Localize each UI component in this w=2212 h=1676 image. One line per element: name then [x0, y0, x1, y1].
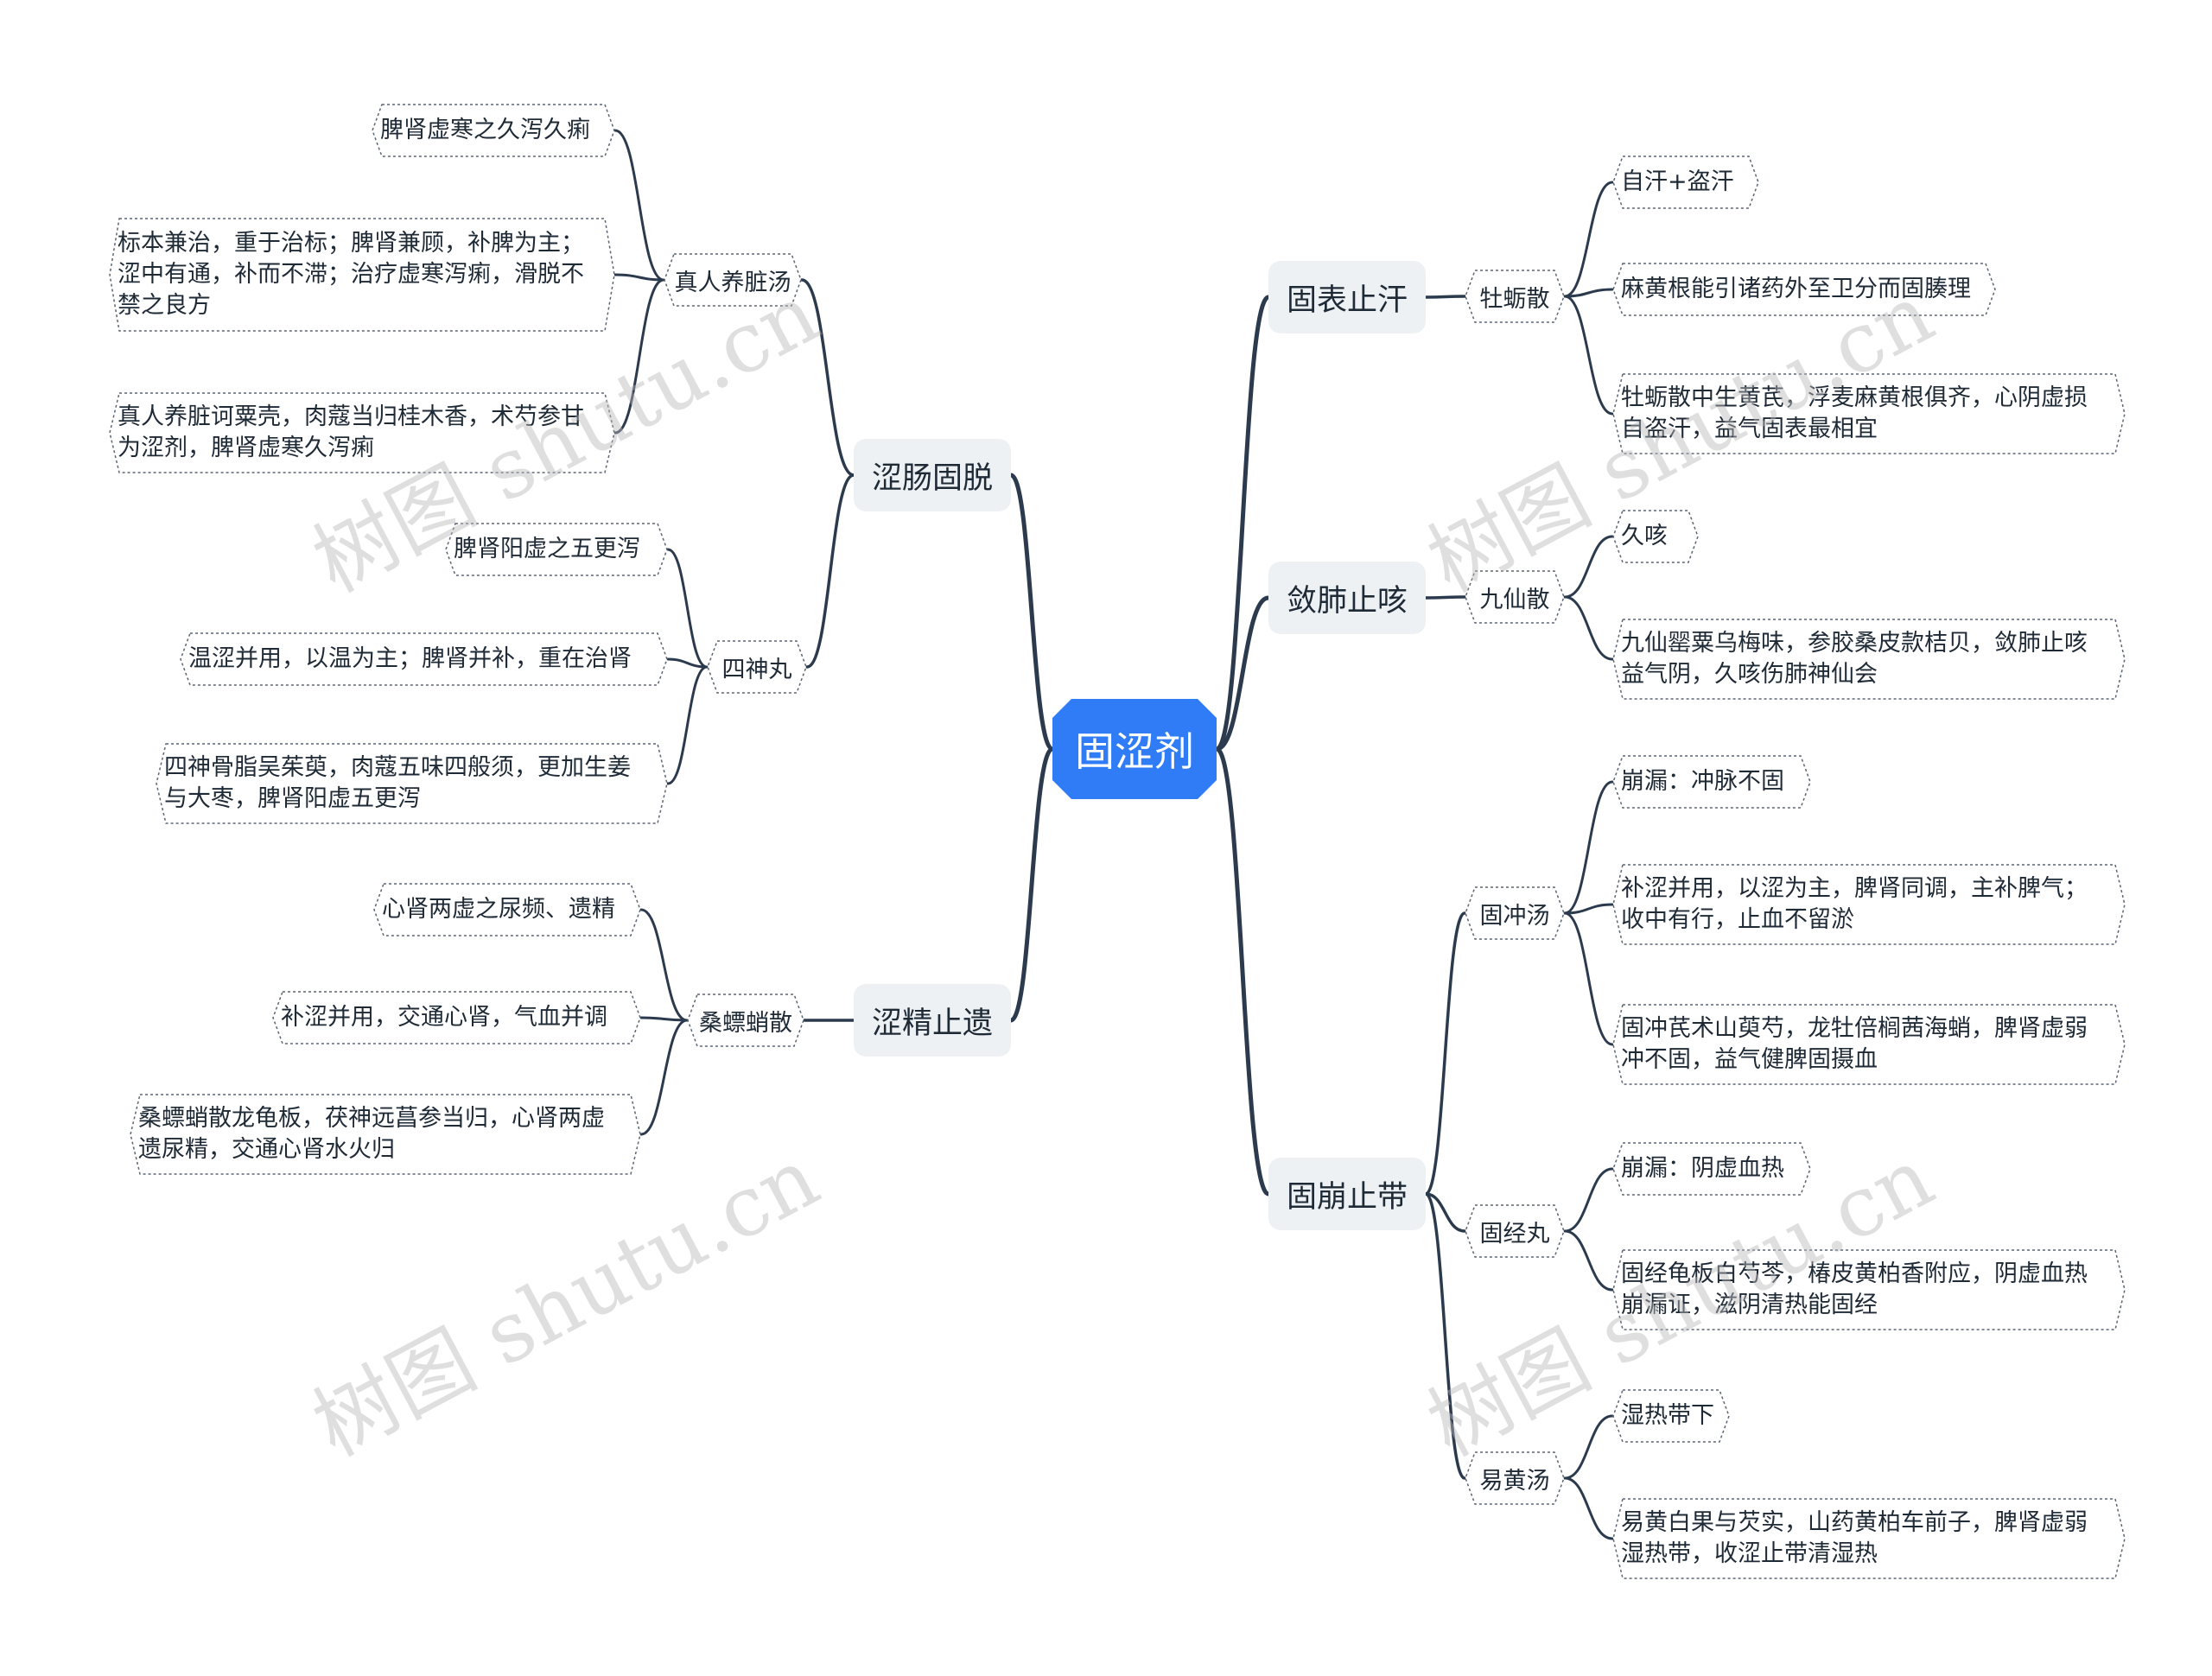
leaf-mnemonic[interactable]: 桑螵蛸散龙龟板，茯神远菖参当归，心肾两虚 遗尿精，交通心肾水火归 — [130, 1094, 641, 1175]
connector-formula-leaf — [613, 273, 665, 282]
leaf-indication[interactable]: 久咳 — [1612, 510, 1699, 563]
connector-formula-leaf — [613, 278, 665, 435]
leaf-feature[interactable]: 补涩并用，以涩为主，脾肾同调，主补脾气； 收中有行，止血不留淤 — [1612, 864, 2126, 945]
connector-root-branch — [1214, 746, 1271, 1197]
formula-gujing-wan[interactable]: 固经丸 — [1465, 1204, 1565, 1258]
connector-branch-formula — [1424, 1192, 1466, 1233]
connector-root-branch — [1214, 295, 1271, 752]
formula-zhenren-yangzang[interactable]: 真人养脏汤 — [664, 253, 802, 307]
leaf-mnemonic[interactable]: 易黄白果与芡实，山药黄柏车前子，脾肾虚弱 湿热带，收涩止带清湿热 — [1612, 1498, 2126, 1579]
leaf-feature[interactable]: 补涩并用，交通心肾，气血并调 — [272, 991, 641, 1044]
leaf-mnemonic[interactable]: 固经龟板白芍芩，椿皮黄柏香附应，阴虚血热 崩漏证，滋阴清热能固经 — [1612, 1249, 2126, 1330]
connector-branch-formula — [1424, 911, 1466, 1196]
connector-branch-formula — [1424, 595, 1466, 600]
connector-root-branch — [1008, 473, 1055, 752]
branch-secure-exterior[interactable]: 固表止汗 — [1268, 261, 1426, 333]
connector-formula-leaf — [1563, 1229, 1614, 1292]
connector-root-branch — [1008, 746, 1055, 1023]
connector-formula-leaf — [1563, 903, 1614, 915]
formula-sishen-wan[interactable]: 四神丸 — [707, 640, 807, 694]
formula-yihuang-tang[interactable]: 易黄汤 — [1465, 1451, 1565, 1505]
connector-branch-formula — [800, 278, 855, 477]
connector-formula-leaf — [666, 665, 709, 785]
connector-formula-leaf — [613, 129, 665, 282]
leaf-indication[interactable]: 心肾两虚之尿频、遗精 — [373, 883, 641, 936]
connector-formula-leaf — [1563, 288, 1614, 298]
leaf-indication[interactable]: 脾肾虚寒之久泻久痢 — [372, 104, 615, 157]
connector-formula-leaf — [639, 908, 689, 1022]
connector-formula-leaf — [1563, 181, 1614, 298]
connector-formula-leaf — [1563, 911, 1614, 1046]
leaf-mnemonic[interactable]: 固冲芪术山萸芍，龙牡倍榈茜海蛸，脾肾虚弱 冲不固，益气健脾固摄血 — [1612, 1004, 2126, 1085]
branch-stop-bleeding[interactable]: 固崩止带 — [1268, 1158, 1426, 1230]
connector-formula-leaf — [639, 1016, 689, 1022]
connector-formula-leaf — [1563, 1476, 1614, 1540]
connector-formula-leaf — [639, 1019, 689, 1136]
connector-formula-leaf — [1563, 1167, 1614, 1233]
connector-root-branch — [1214, 595, 1271, 752]
leaf-indication[interactable]: 脾肾阳虚之五更泻 — [445, 523, 668, 576]
formula-muli-san[interactable]: 牡蛎散 — [1465, 270, 1565, 323]
leaf-indication[interactable]: 湿热带下 — [1612, 1389, 1730, 1443]
connector-branch-formula — [1424, 295, 1466, 299]
connector-formula-leaf — [1563, 780, 1614, 915]
leaf-mnemonic[interactable]: 九仙罂粟乌梅味，参胶桑皮款桔贝，敛肺止咳 益气阴，久咳伤肺神仙会 — [1612, 619, 2126, 700]
connector-formula-leaf — [666, 548, 709, 669]
connector-formula-leaf — [666, 657, 709, 669]
branch-astringe-essence[interactable]: 涩精止遗 — [854, 984, 1011, 1057]
connector-formula-leaf — [1563, 595, 1614, 661]
leaf-mnemonic[interactable]: 四神骨脂吴茱萸，肉蔻五味四般须，更加生姜 与大枣，脾肾阳虚五更泻 — [156, 743, 668, 824]
leaf-mnemonic[interactable]: 真人养脏诃粟壳，肉蔻当归桂木香，术芍参甘 为涩剂，脾肾虚寒久泻痢 — [109, 392, 615, 473]
formula-jiuxian-san[interactable]: 九仙散 — [1465, 570, 1565, 624]
leaf-feature[interactable]: 麻黄根能引诸药外至卫分而固腠理 — [1612, 263, 1996, 316]
connector-formula-leaf — [1563, 535, 1614, 599]
connector-formula-leaf — [1563, 295, 1614, 416]
root-node[interactable]: 固涩剂 — [1052, 699, 1217, 799]
connector-branch-formula — [1424, 1192, 1466, 1480]
leaf-mnemonic[interactable]: 牡蛎散中生黄芪，浮麦麻黄根俱齐，心阴虚损 自盗汗，益气固表最相宜 — [1612, 373, 2126, 454]
branch-astringe-intestine[interactable]: 涩肠固脱 — [854, 439, 1011, 511]
branch-astringe-lung[interactable]: 敛肺止咳 — [1268, 562, 1426, 634]
leaf-indication[interactable]: 崩漏：阴虚血热 — [1612, 1142, 1811, 1196]
leaf-indication[interactable]: 崩漏：冲脉不固 — [1612, 755, 1811, 809]
connector-formula-leaf — [1563, 1414, 1614, 1480]
leaf-feature[interactable]: 标本兼治，重于治标；脾肾兼顾，补脾为主； 涩中有通，补而不滞；治疗虚寒泻痢，滑脱… — [109, 218, 615, 332]
leaf-indication[interactable]: 自汗+盗汗 — [1612, 156, 1759, 209]
formula-sangpiaoxiao-san[interactable]: 桑螵蛸散 — [687, 994, 804, 1047]
connector-branch-formula — [805, 473, 855, 669]
leaf-feature[interactable]: 温涩并用，以温为主；脾肾并补，重在治肾 — [180, 632, 668, 686]
formula-guchong-tang[interactable]: 固冲汤 — [1465, 886, 1565, 940]
